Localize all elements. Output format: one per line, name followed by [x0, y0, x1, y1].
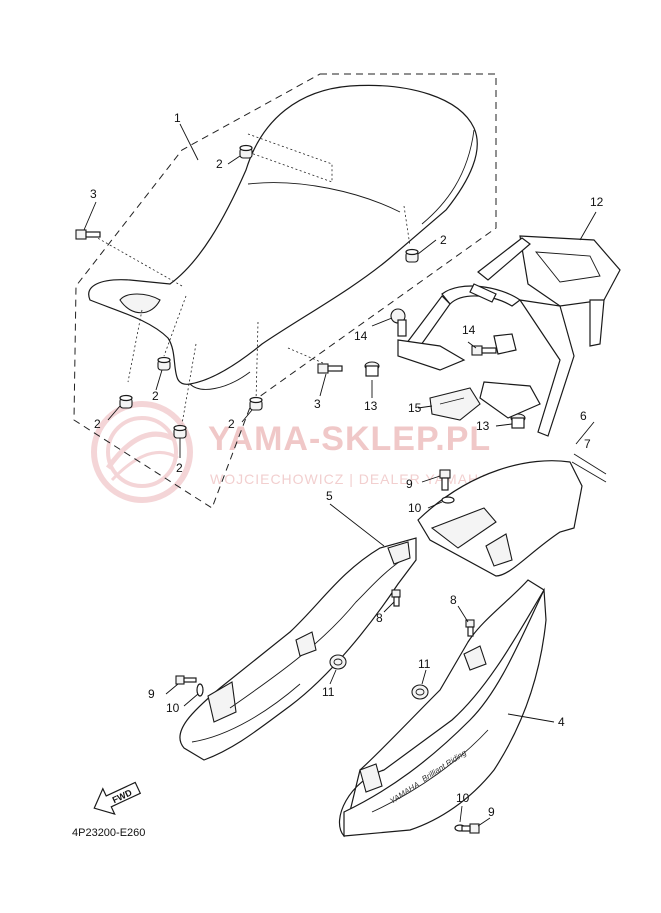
grommet-icon [173, 424, 187, 439]
callout-13: 13 [364, 399, 378, 413]
leader-lines [83, 123, 597, 827]
callout-labels: 1 2 2 2 2 2 2 3 3 4 5 6 7 8 8 9 9 9 10 1… [90, 111, 604, 819]
callout-2: 2 [94, 417, 101, 431]
callout-10: 10 [456, 791, 470, 805]
grommet-icon [157, 356, 171, 371]
callout-3: 3 [314, 397, 321, 411]
grommet-icon [411, 684, 429, 700]
watermark-subtitle: WOJCIECHOWICZ | DEALER YAMAHA [210, 471, 489, 487]
callout-11: 11 [418, 657, 431, 671]
bushing-icon [364, 361, 380, 377]
watermark-logo [91, 401, 193, 503]
washer-icon [196, 683, 204, 697]
bolt-icon [175, 675, 197, 685]
bolt-icon [439, 469, 451, 491]
bracket-part [397, 339, 466, 371]
callout-5: 5 [326, 489, 333, 503]
callout-3: 3 [90, 187, 97, 201]
watermark: YAMA-SKLEP.PL WOJCIECHOWICZ | DEALER YAM… [91, 401, 491, 503]
callout-9: 9 [488, 805, 495, 819]
damper-grommets [119, 144, 419, 439]
callout-12: 12 [590, 195, 604, 209]
grommet-icon [119, 394, 133, 409]
emblem-part [571, 421, 607, 483]
bolt-icon [390, 308, 407, 337]
callout-2: 2 [176, 461, 183, 475]
callout-8: 8 [450, 593, 457, 607]
callout-13: 13 [476, 419, 490, 433]
grommet-icon [249, 396, 263, 411]
seat-assembly-boundary [73, 73, 497, 509]
callout-11: 11 [322, 685, 335, 699]
tail-center-cover [417, 460, 583, 577]
callout-10: 10 [166, 701, 180, 715]
callout-2: 2 [152, 389, 159, 403]
grommet-icon [329, 654, 347, 670]
callout-2: 2 [440, 233, 447, 247]
callout-8: 8 [376, 611, 383, 625]
callout-4: 4 [558, 715, 565, 729]
callout-2: 2 [228, 417, 235, 431]
callout-10: 10 [408, 501, 422, 515]
bolt-icon [461, 823, 480, 834]
grab-bar [405, 235, 621, 437]
callout-1: 1 [174, 111, 181, 125]
side-cover-right: YAMAHA Brilliant Riding [339, 579, 547, 838]
mounting-guides [93, 133, 411, 425]
callout-14: 14 [462, 323, 476, 337]
clamp-part [429, 387, 481, 421]
callout-15: 15 [408, 401, 422, 415]
fwd-arrow-icon: FWD [93, 781, 142, 816]
part-code: 4P23200-E260 [72, 827, 145, 839]
callout-6: 6 [580, 409, 587, 423]
bracket-part [479, 381, 541, 419]
bolt-icon [391, 589, 401, 607]
callout-7: 7 [584, 437, 591, 451]
bracket-part [493, 333, 517, 355]
callout-2: 2 [216, 157, 223, 171]
washer-icon [441, 496, 455, 504]
watermark-title: YAMA-SKLEP.PL [208, 420, 491, 458]
bolt-icon [75, 229, 101, 240]
bolt-icon [471, 345, 497, 356]
bolt-icon [317, 363, 343, 374]
callout-9: 9 [148, 687, 155, 701]
bolt-icon [465, 619, 475, 637]
seat [88, 84, 478, 390]
grommet-icon [239, 144, 253, 159]
callout-14: 14 [354, 329, 368, 343]
grommet-icon [405, 248, 419, 263]
side-cover-left [179, 537, 417, 761]
bushing-icon [510, 413, 526, 429]
callout-9: 9 [406, 477, 413, 491]
